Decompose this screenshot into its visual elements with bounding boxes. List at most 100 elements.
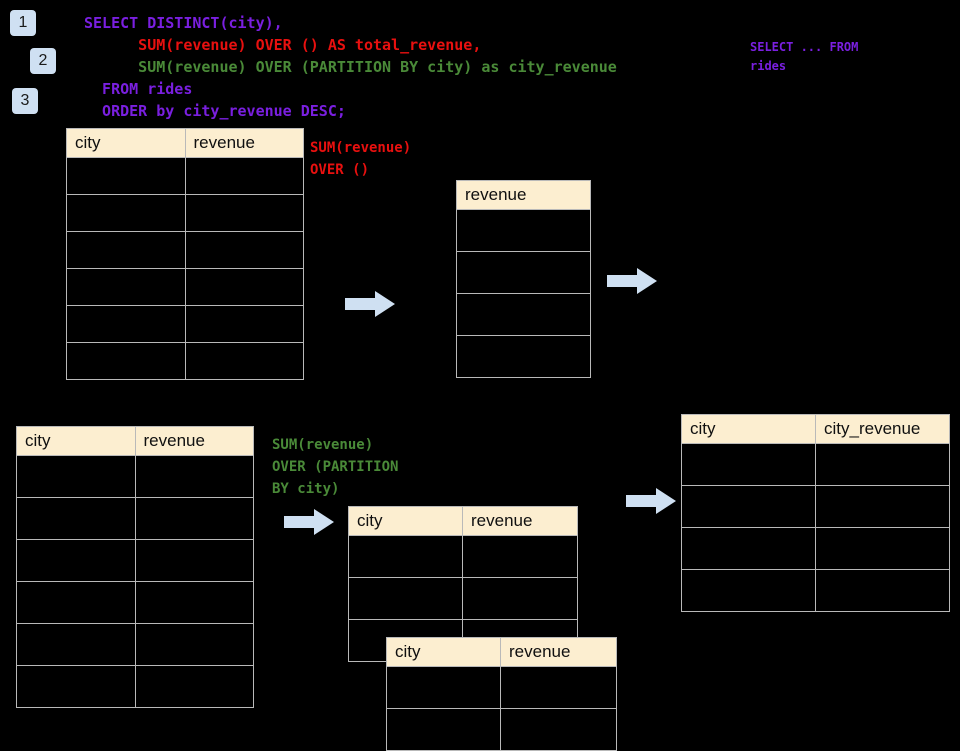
table-cell (16, 665, 136, 708)
table-cell (681, 569, 816, 612)
arrow-partition-to-result-icon (626, 486, 676, 516)
table-cell (681, 527, 816, 570)
table-cell (456, 209, 591, 252)
arrow-source2-to-partition-icon (284, 507, 334, 537)
table-cell (16, 455, 136, 498)
table-cell (184, 305, 304, 343)
table-cell (16, 623, 136, 666)
table-cell (348, 577, 463, 620)
table-row (456, 209, 591, 252)
table-row (386, 666, 617, 709)
table-row (66, 157, 304, 195)
sql-query-block: SELECT DISTINCT(city), SUM(revenue) OVER… (84, 12, 617, 122)
table-cell (456, 335, 591, 378)
table-cell (66, 305, 186, 343)
table-cell (348, 535, 463, 578)
sql-side-note: SELECT ... FROM rides (750, 40, 859, 73)
table-row (681, 569, 950, 612)
table-row (66, 305, 304, 343)
table-row (16, 455, 254, 498)
table-cell (16, 539, 136, 582)
column-header-city: city (386, 637, 501, 667)
table-row (66, 231, 304, 269)
table-row (16, 665, 254, 708)
arrow-source-to-total-icon (345, 289, 395, 319)
column-header-city: city (348, 506, 463, 536)
table-row (66, 342, 304, 380)
table-row (16, 623, 254, 666)
table-row (456, 251, 591, 294)
table-cell (500, 666, 617, 709)
table-cell (134, 497, 254, 540)
table-cell (681, 485, 816, 528)
table-cell (386, 666, 501, 709)
step-badge-2: 2 (30, 48, 56, 74)
table-row (16, 581, 254, 624)
table-row (66, 194, 304, 232)
table-header-row: revenue (456, 180, 591, 210)
table-row (386, 708, 617, 751)
table-cell (134, 665, 254, 708)
table-cell (184, 231, 304, 269)
column-header-revenue: revenue (456, 180, 591, 210)
column-header-revenue: revenue (462, 506, 578, 536)
table-cell (815, 569, 950, 612)
total-revenue-table: revenue (456, 180, 591, 378)
column-header-city: city (16, 426, 136, 456)
table-cell (184, 342, 304, 380)
table-cell (66, 157, 186, 195)
table-row (16, 539, 254, 582)
table-row (66, 268, 304, 306)
table-row (456, 335, 591, 378)
column-header-revenue: revenue (184, 128, 304, 158)
arrow-total-to-result-icon (607, 266, 657, 296)
table-cell (815, 485, 950, 528)
sql-line-2: SUM(revenue) OVER () AS total_revenue, (84, 36, 482, 54)
table-cell (134, 539, 254, 582)
sum-over-empty-label: SUM(revenue) OVER () (310, 140, 412, 178)
table-cell (66, 194, 186, 232)
table-cell (386, 708, 501, 751)
table-cell (462, 577, 578, 620)
table-cell (462, 535, 578, 578)
table-cell (184, 268, 304, 306)
table-cell (16, 581, 136, 624)
table-row (681, 527, 950, 570)
sum-over-partition-label: SUM(revenue) OVER (PARTITION BY city) (272, 437, 399, 497)
table-cell (134, 455, 254, 498)
table-row (456, 293, 591, 336)
table-row (348, 535, 578, 578)
sql-line-4: FROM rides (84, 80, 193, 98)
column-header-revenue: revenue (134, 426, 254, 456)
table-row (681, 485, 950, 528)
table-cell (184, 194, 304, 232)
column-header-city: city (66, 128, 186, 158)
table-cell (16, 497, 136, 540)
table-row (348, 577, 578, 620)
step-badge-3: 3 (12, 88, 38, 114)
step-badge-1: 1 (10, 10, 36, 36)
table-cell (66, 342, 186, 380)
table-cell (500, 708, 617, 751)
sql-line-1: SELECT DISTINCT(city), (84, 14, 283, 32)
table-cell (456, 251, 591, 294)
column-header-city: city (681, 414, 816, 444)
table-cell (815, 443, 950, 486)
diagram-canvas: 1 2 3 SELECT DISTINCT(city), SUM(revenue) … (10, 10, 950, 751)
column-header-city_revenue: city_revenue (815, 414, 950, 444)
table-cell (66, 231, 186, 269)
column-header-revenue: revenue (500, 637, 617, 667)
table-cell (134, 581, 254, 624)
table-cell (134, 623, 254, 666)
table-cell (184, 157, 304, 195)
table-cell (456, 293, 591, 336)
table-row (681, 443, 950, 486)
